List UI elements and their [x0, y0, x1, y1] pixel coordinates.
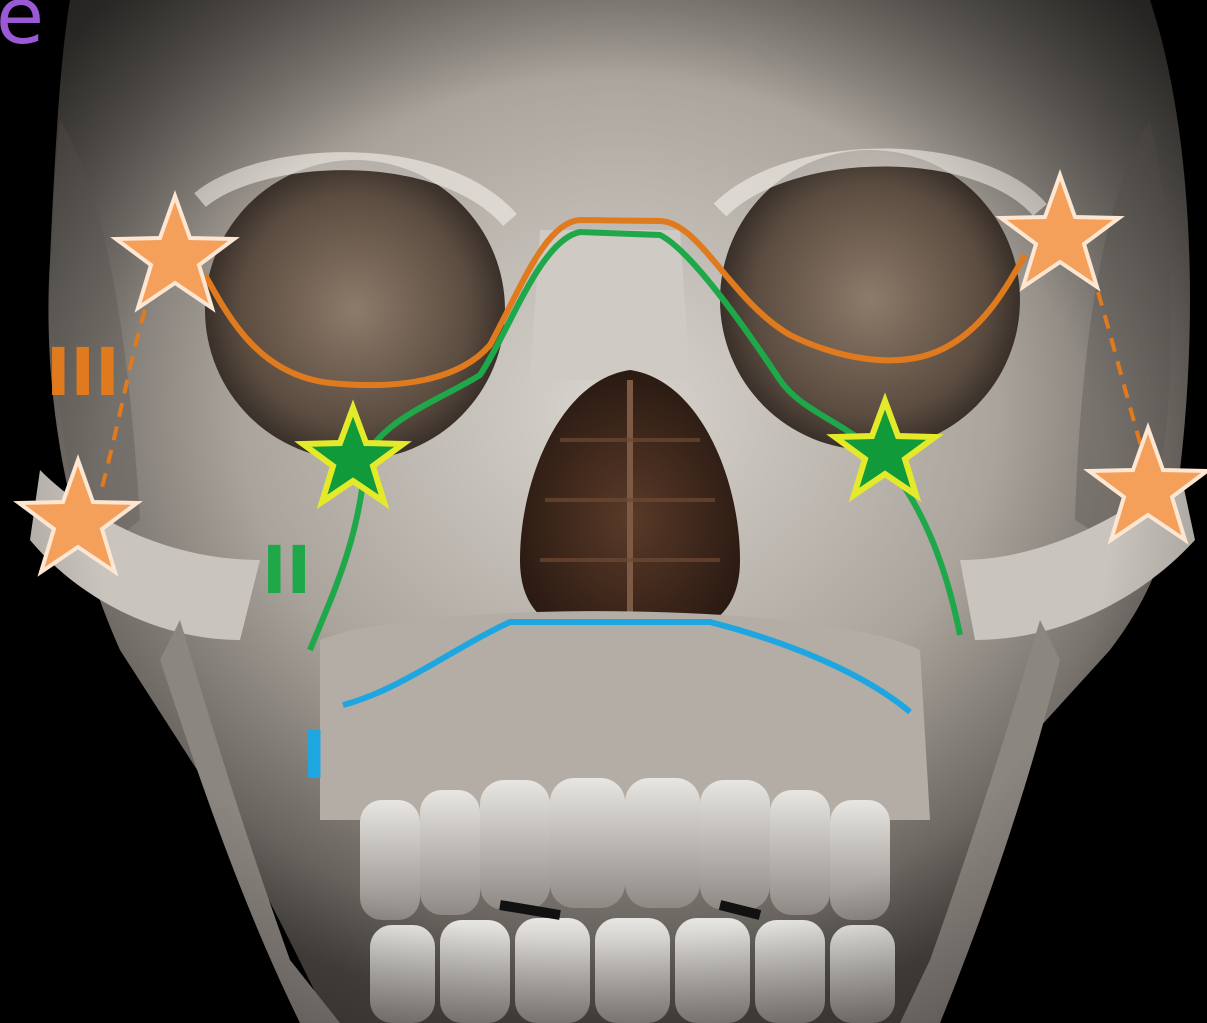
- le-fort-1-label: I: [302, 717, 327, 794]
- corner-text: e: [0, 0, 44, 56]
- le-fort-3-label: III: [46, 334, 120, 411]
- le-fort-2-label: II: [262, 532, 311, 609]
